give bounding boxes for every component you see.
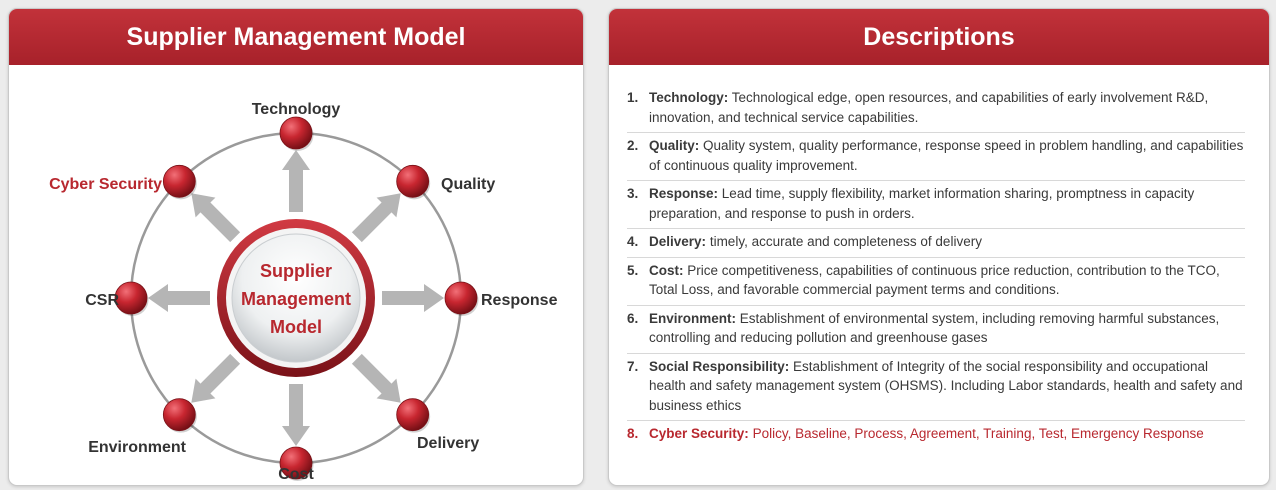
node-label-cost: Cost (278, 466, 314, 483)
description-item: 8. Cyber Security: Policy, Baseline, Proc… (627, 421, 1245, 449)
description-item: 2. Quality: Quality system, quality perfo… (627, 133, 1245, 181)
node-response (444, 281, 479, 316)
node-label-csr: CSR (85, 292, 119, 309)
description-text: Price competitiveness, capabilities of c… (649, 262, 1220, 298)
description-item: 1. Technology: Technological edge, open r… (627, 85, 1245, 133)
description-label: Cost: (649, 262, 684, 278)
description-item: 3. Response: Lead time, supply flexibilit… (627, 181, 1245, 229)
descriptions-list: 1. Technology: Technological edge, open r… (609, 65, 1269, 449)
description-label: Social Responsibility: (649, 358, 790, 374)
description-item: 5. Cost: Price competitiveness, capabilit… (627, 258, 1245, 306)
node-label-response: Response (481, 292, 558, 309)
center-label-line-3: Model (270, 317, 322, 337)
description-text: Establishment of Integrity of the social… (649, 358, 1243, 413)
description-number: 7. (627, 358, 639, 374)
description-item: 6. Environment: Establishment of environm… (627, 306, 1245, 354)
center-hub: Supplier Management Model (217, 219, 375, 377)
description-body: Quality: Quality system, quality perform… (649, 136, 1245, 175)
diagram-canvas: Supplier Management Model TechnologyQual… (49, 101, 558, 483)
description-item: 4. Delivery: timely, accurate and complet… (627, 229, 1245, 258)
description-number: 3. (627, 186, 639, 201)
arrow-cost (282, 384, 310, 446)
description-text: Policy, Baseline, Process, Agreement, Tr… (752, 426, 1204, 441)
arrow-delivery (351, 353, 401, 403)
description-number: 5. (627, 262, 639, 278)
description-number: 1. (627, 90, 639, 105)
descriptions-panel: Descriptions 1. Technology: Technological… (608, 8, 1270, 486)
node-environment (162, 398, 197, 433)
description-body: Social Responsibility: Establishment of … (649, 357, 1245, 416)
center-label-line-2: Management (241, 289, 351, 309)
description-number: 8. (627, 426, 639, 441)
description-label: Environment: (649, 310, 737, 326)
description-text: Lead time, supply flexibility, market in… (649, 186, 1195, 221)
node-quality (396, 164, 431, 200)
node-cost (279, 446, 314, 481)
description-body: Delivery: timely, accurate and completen… (649, 232, 1245, 252)
description-label: Quality: (649, 138, 700, 153)
description-label: Delivery: (649, 234, 707, 249)
node-cyber-security (162, 164, 197, 200)
description-text: Establishment of environmental system, i… (649, 310, 1220, 346)
description-text: Quality system, quality performance, res… (649, 138, 1244, 173)
node-csr (114, 281, 149, 316)
arrow-technology (282, 150, 310, 212)
description-body: Technology: Technological edge, open res… (649, 88, 1245, 127)
node-label-cyber-security: Cyber Security (49, 176, 162, 193)
description-body: Response: Lead time, supply flexibility,… (649, 184, 1245, 223)
description-label: Technology: (649, 90, 729, 105)
arrow-response (382, 284, 444, 312)
node-delivery (396, 398, 431, 433)
description-label: Cyber Security: (649, 426, 749, 441)
description-number: 4. (627, 234, 639, 249)
arrow-csr (148, 284, 210, 312)
arrow-cyber-security (191, 193, 241, 243)
node-label-delivery: Delivery (417, 435, 479, 452)
description-body: Cost: Price competitiveness, capabilitie… (649, 261, 1245, 300)
description-body: Cyber Security: Policy, Baseline, Proces… (649, 424, 1245, 444)
arrow-environment (191, 353, 241, 403)
arrow-quality (351, 193, 401, 243)
descriptions-title: Descriptions (609, 9, 1269, 65)
supplier-model-panel: Supplier Management Model (8, 8, 584, 486)
description-body: Environment: Establishment of environmen… (649, 309, 1245, 348)
supplier-model-title: Supplier Management Model (9, 9, 583, 65)
node-label-technology: Technology (252, 101, 341, 118)
description-text: timely, accurate and completeness of del… (709, 234, 982, 249)
center-label-line-1: Supplier (260, 261, 332, 281)
node-label-quality: Quality (441, 176, 495, 193)
description-number: 2. (627, 138, 639, 153)
description-number: 6. (627, 310, 639, 326)
description-label: Response: (649, 186, 719, 201)
description-text: Technological edge, open resources, and … (649, 90, 1209, 125)
node-label-environment: Environment (88, 439, 186, 456)
description-item: 7. Social Responsibility: Establishment o… (627, 354, 1245, 421)
node-technology (279, 116, 314, 151)
